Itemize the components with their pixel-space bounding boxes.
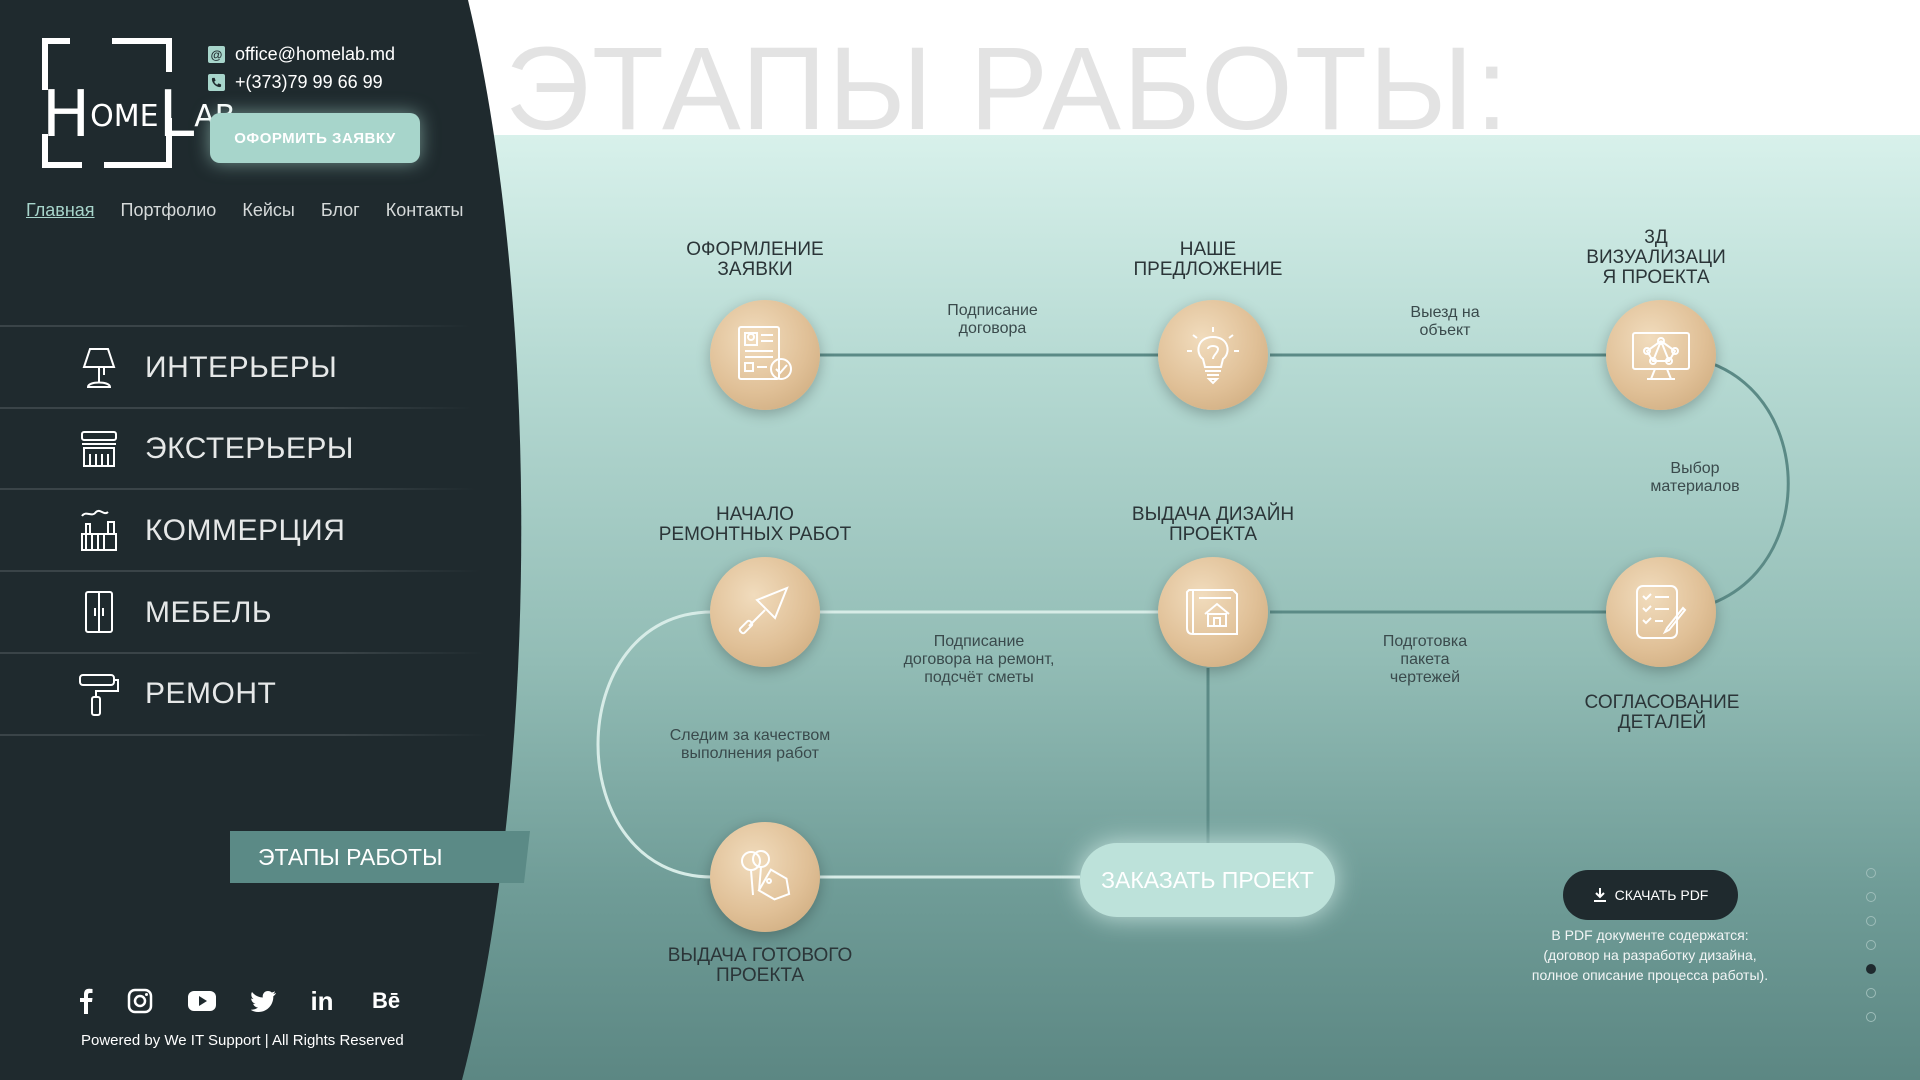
category-label: РЕМОНТ (145, 677, 277, 710)
footer-text: Powered by We IT Support | All Rights Re… (81, 1032, 404, 1049)
category-label: КОММЕРЦИЯ (145, 514, 346, 547)
monitor-network-icon (1632, 332, 1690, 380)
keys-tag-icon (741, 850, 791, 901)
page-pagination (1866, 868, 1876, 1022)
page-dot[interactable] (1866, 892, 1876, 902)
category-interiors[interactable]: ИНТЕРЬЕРЫ (0, 327, 500, 409)
divider (0, 570, 480, 572)
step-circle-7[interactable] (710, 822, 820, 932)
download-pdf-button[interactable]: СКАЧАТЬ PDF (1563, 870, 1738, 920)
pdf-note: В PDF документе содержатся:(договор на р… (1531, 927, 1769, 983)
page-dot[interactable] (1866, 1012, 1876, 1022)
behance-icon[interactable]: Bē (371, 988, 401, 1013)
download-pdf-label: СКАЧАТЬ PDF (1614, 887, 1709, 903)
nav-cases[interactable]: Кейсы (242, 200, 295, 220)
divider (0, 652, 484, 654)
homelab-logo[interactable]: HOMELAB (42, 38, 235, 168)
order-project-button[interactable]: ЗАКАЗАТЬ ПРОЕКТ (1080, 843, 1335, 917)
line-step4-step7 (596, 610, 713, 879)
download-icon (1593, 888, 1606, 902)
blueprint-house-icon (1186, 589, 1238, 635)
phone-text: +(373)79 99 66 99 (235, 72, 383, 92)
submit-request-button[interactable]: ОФОРМИТЬ ЗАЯВКУ (210, 113, 420, 163)
logo-text: HOMELAB (42, 78, 235, 152)
divider (0, 407, 472, 409)
instagram-icon[interactable] (124, 985, 156, 1017)
page-dot[interactable] (1866, 940, 1876, 950)
step-circle-2[interactable] (1158, 300, 1268, 410)
youtube-icon[interactable] (186, 985, 218, 1017)
linkedin-icon[interactable]: in (310, 985, 334, 1016)
application-form-icon (738, 326, 792, 380)
divider (0, 325, 470, 327)
page-dot[interactable] (1866, 868, 1876, 878)
category-furniture[interactable]: МЕБЕЛЬ (0, 572, 500, 654)
step-circle-5[interactable] (1158, 557, 1268, 667)
sidebar-shape (0, 0, 522, 1080)
checklist-pen-icon (1636, 585, 1687, 639)
page-dot-active[interactable] (1866, 964, 1876, 974)
lightbulb-icon (1187, 327, 1239, 385)
category-renovation[interactable]: РЕМОНТ (0, 653, 500, 735)
page-dot[interactable] (1866, 916, 1876, 926)
phone-icon (208, 74, 225, 91)
nav-contacts[interactable]: Контакты (385, 200, 464, 220)
step-circle-1[interactable] (710, 300, 820, 410)
line-step3-step6 (1662, 353, 1790, 614)
step-circle-4[interactable] (710, 557, 820, 667)
at-icon: @ (208, 46, 225, 63)
category-label: МЕБЕЛЬ (145, 596, 273, 629)
nav-portfolio[interactable]: Портфолио (120, 200, 217, 220)
sidebar: HOMELAB @ office@homelab.md +(373)79 99 … (0, 0, 540, 1080)
twitter-icon[interactable] (248, 985, 280, 1017)
step-circle-3[interactable] (1606, 300, 1716, 410)
main-nav: Главная Портфолио Кейсы Блог Контакты (26, 200, 463, 221)
category-label: ЭКСТЕРЬЕРЫ (145, 432, 354, 465)
trowel-icon (738, 586, 789, 635)
contact-email[interactable]: @ office@homelab.md (208, 44, 395, 65)
step-circle-6[interactable] (1606, 557, 1716, 667)
wardrobe-icon (85, 591, 113, 633)
factory-icon (81, 509, 117, 551)
page-dot[interactable] (1866, 988, 1876, 998)
nav-home[interactable]: Главная (26, 200, 95, 220)
facebook-icon[interactable] (70, 985, 102, 1017)
paint-roller-icon (79, 674, 119, 716)
nav-blog[interactable]: Блог (320, 200, 360, 220)
building-facade-icon (81, 431, 117, 467)
category-commerce[interactable]: КОММЕРЦИЯ (0, 490, 500, 572)
divider (0, 488, 476, 490)
stages-tab[interactable]: ЭТАПЫ РАБОТЫ (230, 831, 530, 883)
category-label: ИНТЕРЬЕРЫ (145, 351, 338, 384)
lamp-icon (82, 348, 116, 388)
divider (0, 734, 488, 736)
category-exteriors[interactable]: ЭКСТЕРЬЕРЫ (0, 408, 500, 490)
page-title: ЭТАПЫ РАБОТЫ: (505, 23, 1511, 155)
contact-phone[interactable]: +(373)79 99 66 99 (208, 72, 383, 93)
email-text: office@homelab.md (235, 44, 396, 64)
